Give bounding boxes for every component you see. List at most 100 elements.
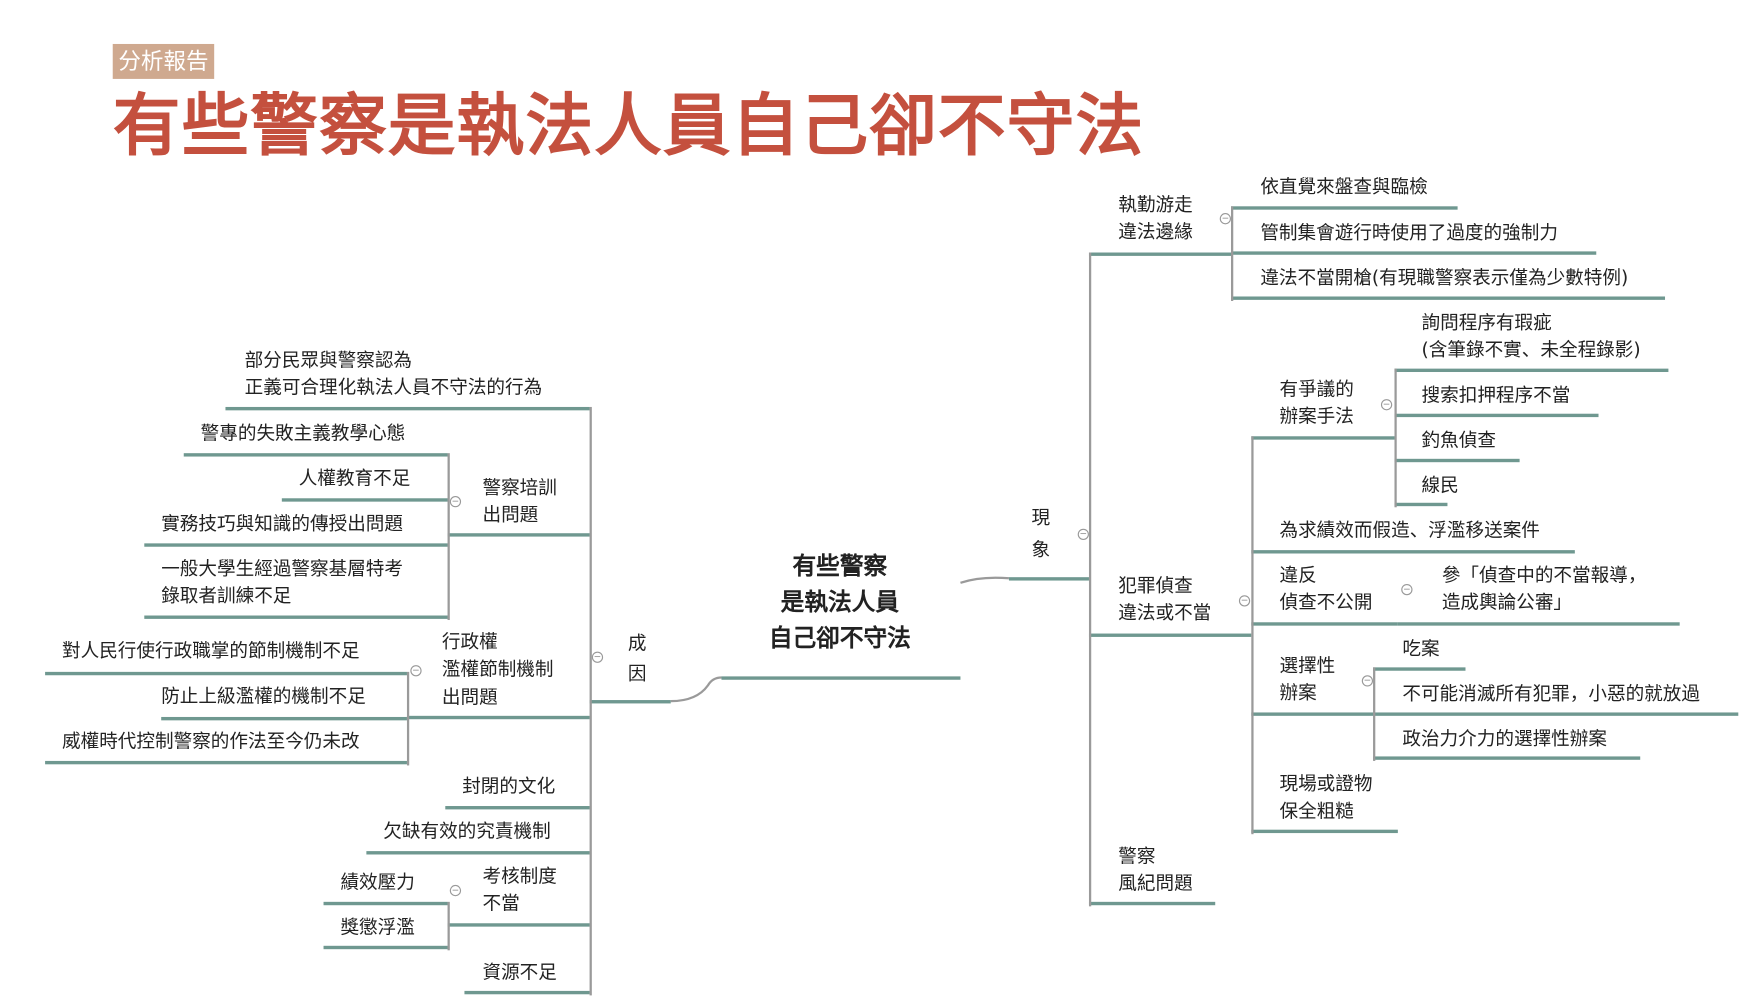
phenomenon-subitem-underline bbox=[1251, 829, 1398, 834]
cause-subitem-underline bbox=[144, 615, 448, 619]
phenomenon-detail[interactable]: 線民 bbox=[1421, 474, 1459, 496]
page-title: 有些警察是執法人員自己卻不守法 bbox=[112, 86, 1145, 166]
phenomenon-subitem[interactable]: 為求績效而假造、浮濫移送案件 bbox=[1279, 519, 1540, 541]
phenomenon-subitem-underline bbox=[1251, 622, 1398, 626]
phenomenon-subitem-underline bbox=[1231, 296, 1666, 300]
cause-subitem[interactable]: 威權時代控制警察的作法至今仍未改 bbox=[62, 730, 360, 752]
cause-item[interactable]: 欠缺有效的究責機制 bbox=[383, 820, 551, 842]
connector-line bbox=[1088, 252, 1092, 907]
phenomenon-item[interactable]: 執勤游走 違法邊緣 bbox=[1118, 193, 1193, 243]
cause-subitem[interactable]: 一般大學生經過警察基層特考 錄取者訓練不足 bbox=[161, 557, 404, 607]
collapse-toggle-icon[interactable]: − bbox=[449, 496, 462, 508]
phenomenon-subitem-underline bbox=[1251, 436, 1395, 440]
cause-item-underline bbox=[406, 715, 590, 720]
phenomenon-subitem[interactable]: 管制集會遊行時使用了過度的強制力 bbox=[1260, 221, 1558, 244]
connector-root-to-causes bbox=[670, 676, 722, 703]
cause-item[interactable]: 資源不足 bbox=[482, 961, 557, 983]
phenomenon-detail[interactable]: 不可能消滅所有犯罪，小惡的就放過 bbox=[1402, 682, 1700, 705]
phenomenon-subitem[interactable]: 依直覺來盤查與臨檢 bbox=[1260, 175, 1428, 197]
phenomenon-detail-underline bbox=[1373, 712, 1739, 716]
cause-item-underline bbox=[447, 923, 590, 927]
branch-causes[interactable]: 成 因 bbox=[627, 631, 647, 684]
cause-item-underline bbox=[366, 851, 590, 855]
phenomenon-detail[interactable]: 參「偵查中的不當報導， 造成輿論公審」 bbox=[1441, 564, 1647, 614]
phenomenon-detail-underline bbox=[1394, 368, 1669, 373]
connector-root-to-phenomena bbox=[960, 576, 1010, 584]
phenomenon-subitem-underline bbox=[1251, 712, 1374, 716]
collapse-toggle-icon[interactable]: − bbox=[1361, 675, 1374, 687]
phenomenon-detail-underline bbox=[1394, 502, 1448, 507]
cause-subitem[interactable]: 獎懲浮濫 bbox=[340, 916, 415, 938]
phenomenon-detail-underline bbox=[1394, 413, 1599, 418]
cause-item[interactable]: 行政權 濫權節制機制 出問題 bbox=[441, 631, 554, 708]
collapse-toggle-icon[interactable]: − bbox=[449, 884, 462, 897]
cause-subitem-underline bbox=[144, 543, 448, 547]
connector-line bbox=[1373, 667, 1376, 761]
cause-item-underline bbox=[447, 533, 590, 537]
cause-subitem-underline bbox=[45, 671, 407, 676]
phenomenon-detail[interactable]: 吃案 bbox=[1402, 637, 1440, 660]
cause-subitem-underline bbox=[281, 498, 448, 502]
phenomenon-item-underline bbox=[1088, 252, 1232, 256]
connector-line bbox=[589, 406, 592, 996]
phenomenon-subitem[interactable]: 有爭議的 辦案手法 bbox=[1279, 378, 1354, 428]
phenomenon-subitem-underline bbox=[1251, 550, 1575, 554]
collapse-toggle-icon[interactable]: − bbox=[591, 651, 604, 663]
collapse-toggle-icon[interactable]: − bbox=[1077, 528, 1089, 540]
phenomenon-detail-underline bbox=[1394, 458, 1520, 463]
phenomenon-detail-underline bbox=[1373, 667, 1466, 671]
phenomenon-subitem[interactable]: 選擇性 辦案 bbox=[1279, 654, 1336, 704]
cause-item[interactable]: 部分民眾與警察認為 正義可合理化執法人員不守法的行為 bbox=[244, 349, 543, 399]
branch-phenomena-underline bbox=[1008, 577, 1089, 581]
phenomenon-item-underline bbox=[1088, 901, 1216, 906]
cause-subitem[interactable]: 人權教育不足 bbox=[298, 467, 411, 489]
cause-subitem-underline bbox=[45, 760, 407, 765]
cause-subitem[interactable]: 防止上級濫權的機制不足 bbox=[161, 685, 366, 707]
cause-item-underline bbox=[445, 806, 590, 810]
branch-causes-underline bbox=[589, 700, 671, 704]
phenomenon-subitem-underline bbox=[1231, 206, 1458, 210]
category-badge: 分析報告 bbox=[112, 43, 215, 79]
phenomenon-detail[interactable]: 釣魚偵查 bbox=[1421, 429, 1496, 451]
cause-subitem[interactable]: 警專的失敗主義教學心態 bbox=[200, 422, 406, 444]
connector-line bbox=[1231, 206, 1234, 301]
phenomenon-subitem[interactable]: 違法不當開槍(有現職警察表示僅為少數特例) bbox=[1260, 266, 1629, 289]
phenomenon-item-underline bbox=[1088, 633, 1252, 637]
connector-line bbox=[406, 671, 410, 766]
cause-subitem-underline bbox=[323, 945, 448, 950]
central-topic[interactable]: 有些警察 是執法人員 自己卻不守法 bbox=[768, 552, 911, 652]
collapse-toggle-icon[interactable]: − bbox=[1380, 399, 1393, 411]
cause-item-underline bbox=[225, 406, 590, 411]
cause-subitem[interactable]: 績效壓力 bbox=[340, 871, 415, 893]
phenomenon-item[interactable]: 犯罪偵查 違法或不當 bbox=[1118, 574, 1212, 624]
phenomenon-detail-underline bbox=[1373, 756, 1641, 760]
cause-subitem[interactable]: 對人民行使行政職掌的節制機制不足 bbox=[62, 640, 360, 662]
collapse-toggle-icon[interactable]: − bbox=[1401, 583, 1413, 596]
phenomenon-detail[interactable]: 政治力介力的選擇性辦案 bbox=[1402, 727, 1607, 750]
cause-subitem-underline bbox=[323, 901, 448, 906]
phenomenon-subitem[interactable]: 現場或證物 保全粗糙 bbox=[1279, 773, 1373, 823]
cause-subitem-underline bbox=[183, 453, 448, 457]
cause-item[interactable]: 封閉的文化 bbox=[462, 775, 556, 797]
branch-phenomena[interactable]: 現 象 bbox=[1031, 507, 1051, 561]
connector-line bbox=[447, 901, 450, 951]
phenomenon-detail[interactable]: 搜索扣押程序不當 bbox=[1421, 384, 1571, 406]
collapse-toggle-icon[interactable]: − bbox=[410, 665, 422, 677]
cause-item[interactable]: 警察培訓 出問題 bbox=[482, 476, 557, 526]
central-topic-underline bbox=[721, 676, 961, 680]
phenomenon-subitem[interactable]: 違反 偵查不公開 bbox=[1279, 564, 1373, 614]
phenomenon-detail[interactable]: 詢問程序有瑕疵 (含筆錄不實、未全程錄影) bbox=[1421, 311, 1641, 362]
collapse-toggle-icon[interactable]: − bbox=[1238, 595, 1251, 607]
connector-line bbox=[1394, 368, 1397, 508]
connector-line bbox=[447, 453, 450, 621]
cause-subitem-underline bbox=[161, 716, 407, 721]
collapse-toggle-icon[interactable]: − bbox=[1219, 213, 1232, 225]
cause-subitem[interactable]: 實務技巧與知識的傳授出問題 bbox=[161, 512, 404, 535]
cause-item[interactable]: 考核制度 不當 bbox=[482, 865, 557, 915]
phenomenon-subitem-underline bbox=[1231, 251, 1597, 255]
phenomenon-detail-underline bbox=[1397, 622, 1680, 626]
phenomenon-item[interactable]: 警察 風紀問題 bbox=[1118, 845, 1193, 895]
cause-item-underline bbox=[464, 990, 590, 995]
